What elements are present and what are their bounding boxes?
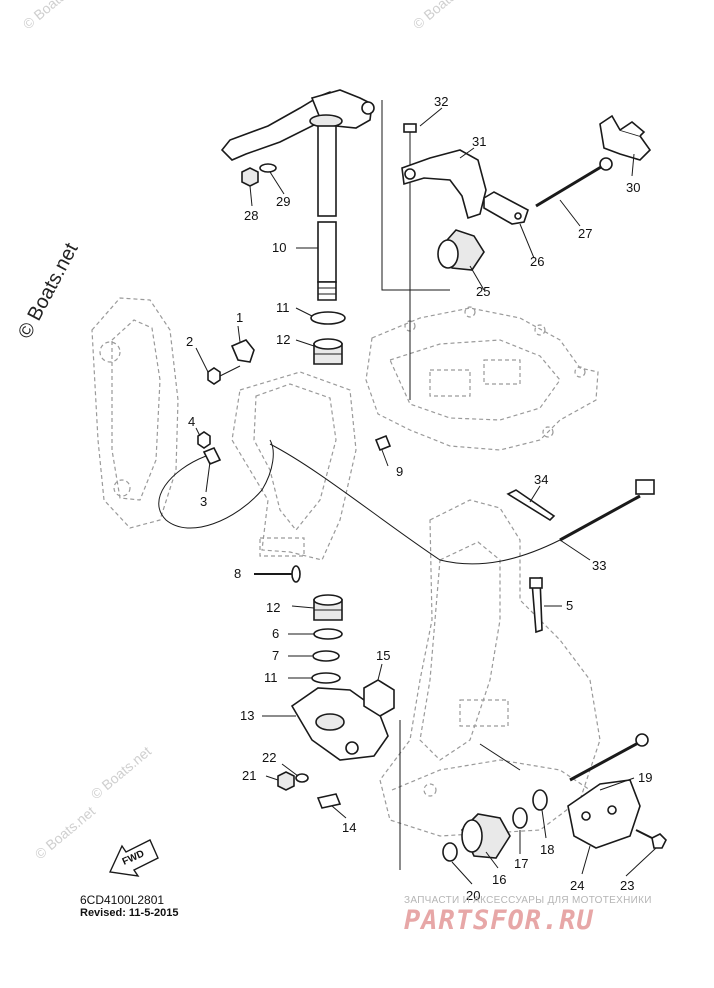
washer-18[interactable] <box>532 789 548 811</box>
clip-9[interactable] <box>374 434 392 452</box>
callout-20: 20 <box>466 888 480 903</box>
bolt-2[interactable] <box>207 365 241 385</box>
callout-24: 24 <box>570 878 584 893</box>
cable-33[interactable] <box>269 443 655 565</box>
bushing-12-lower[interactable] <box>313 594 343 621</box>
bushing-12-upper[interactable] <box>313 338 343 365</box>
reference-lines <box>381 100 450 870</box>
plate-26[interactable] <box>483 191 529 225</box>
diagram-code: 6CD4100L2801 <box>80 893 165 907</box>
bolt-19[interactable] <box>569 733 649 782</box>
callout-23: 23 <box>620 878 634 893</box>
bracket-30[interactable] <box>599 114 652 161</box>
bolt-27[interactable] <box>535 157 613 208</box>
callout-21: 21 <box>242 768 256 783</box>
washer-22[interactable] <box>295 773 309 783</box>
callout-33: 33 <box>592 558 606 573</box>
callout-13: 13 <box>240 708 254 723</box>
clamp-bracket-ghost <box>91 297 179 529</box>
steering-shaft[interactable] <box>220 89 375 301</box>
callout-1: 1 <box>236 310 243 325</box>
bolt-23[interactable] <box>635 829 667 849</box>
callout-19: 19 <box>638 770 652 785</box>
callout-14: 14 <box>342 820 356 835</box>
washer-7[interactable] <box>312 650 340 662</box>
callout-6: 6 <box>272 626 279 641</box>
hose-3[interactable] <box>158 439 274 529</box>
callout-34: 34 <box>534 472 548 487</box>
callout-labels: 1 2 3 4 5 6 7 8 9 10 11 11 12 12 13 14 1… <box>186 94 652 903</box>
callout-18: 18 <box>540 842 554 857</box>
callout-8: 8 <box>234 566 241 581</box>
callout-2: 2 <box>186 334 193 349</box>
callout-4: 4 <box>188 414 195 429</box>
brand-tagline: ЗАПЧАСТИ И АКСЕССУАРЫ ДЛЯ МОТОТЕХНИКИ <box>404 895 652 906</box>
callout-9: 9 <box>396 464 403 479</box>
upper-casing-ghost <box>379 499 601 837</box>
callout-15: 15 <box>376 648 390 663</box>
watermark-mid-left: © Boats.net <box>88 743 155 802</box>
callout-10: 10 <box>272 240 286 255</box>
watermark-top-center: © Boats.net <box>410 0 477 32</box>
callout-11-upper: 11 <box>276 300 290 315</box>
clip-14[interactable] <box>316 793 342 809</box>
callout-25: 25 <box>476 284 490 299</box>
callout-11-lower: 11 <box>264 670 278 685</box>
engine-mount-ghost <box>365 306 599 451</box>
callout-12-upper: 12 <box>276 332 290 347</box>
callout-30: 30 <box>626 180 640 195</box>
callout-22: 22 <box>262 750 276 765</box>
callout-17: 17 <box>514 856 528 871</box>
callout-31: 31 <box>472 134 486 149</box>
callout-7: 7 <box>272 648 279 663</box>
callout-3: 3 <box>200 494 207 509</box>
swivel-bracket-ghost <box>231 371 357 561</box>
watermark-top-left: © Boats.net <box>20 0 87 32</box>
bolt-32[interactable] <box>403 123 417 150</box>
nut-21[interactable] <box>277 771 295 791</box>
screw-4[interactable] <box>197 431 211 449</box>
nut-28[interactable] <box>241 167 259 187</box>
callout-32: 32 <box>434 94 448 109</box>
callout-26: 26 <box>530 254 544 269</box>
cable-tie-34[interactable] <box>506 489 556 522</box>
rubber-mount-16[interactable] <box>461 813 511 859</box>
washer-29[interactable] <box>259 163 277 173</box>
washer-11-lower[interactable] <box>311 672 341 684</box>
watermark-bottom-left: © Boats.net <box>32 803 99 862</box>
o-ring-6[interactable] <box>313 628 343 640</box>
brand-logo[interactable]: PARTSFOR.RU <box>404 905 594 936</box>
revised-date: 11-5-2015 <box>128 907 179 919</box>
cable-tie-5[interactable] <box>529 576 543 634</box>
callout-5: 5 <box>566 598 573 613</box>
callout-29: 29 <box>276 194 290 209</box>
revised-line: Revised: 11-5-2015 <box>80 907 178 919</box>
rubber-mount-25[interactable] <box>437 229 485 271</box>
callout-12-lower: 12 <box>266 600 280 615</box>
revised-label: Revised: <box>80 907 126 919</box>
clip-1[interactable] <box>230 339 255 363</box>
washer-11-upper[interactable] <box>310 311 346 325</box>
callout-16: 16 <box>492 872 506 887</box>
callout-28: 28 <box>244 208 258 223</box>
callout-27: 27 <box>578 226 592 241</box>
washer-20[interactable] <box>442 842 458 862</box>
washer-17[interactable] <box>512 807 528 829</box>
fwd-arrow-icon: FWD <box>108 839 159 877</box>
bracket-24[interactable] <box>567 779 641 849</box>
bracket-31[interactable] <box>401 149 487 220</box>
leader-lines <box>195 107 657 885</box>
